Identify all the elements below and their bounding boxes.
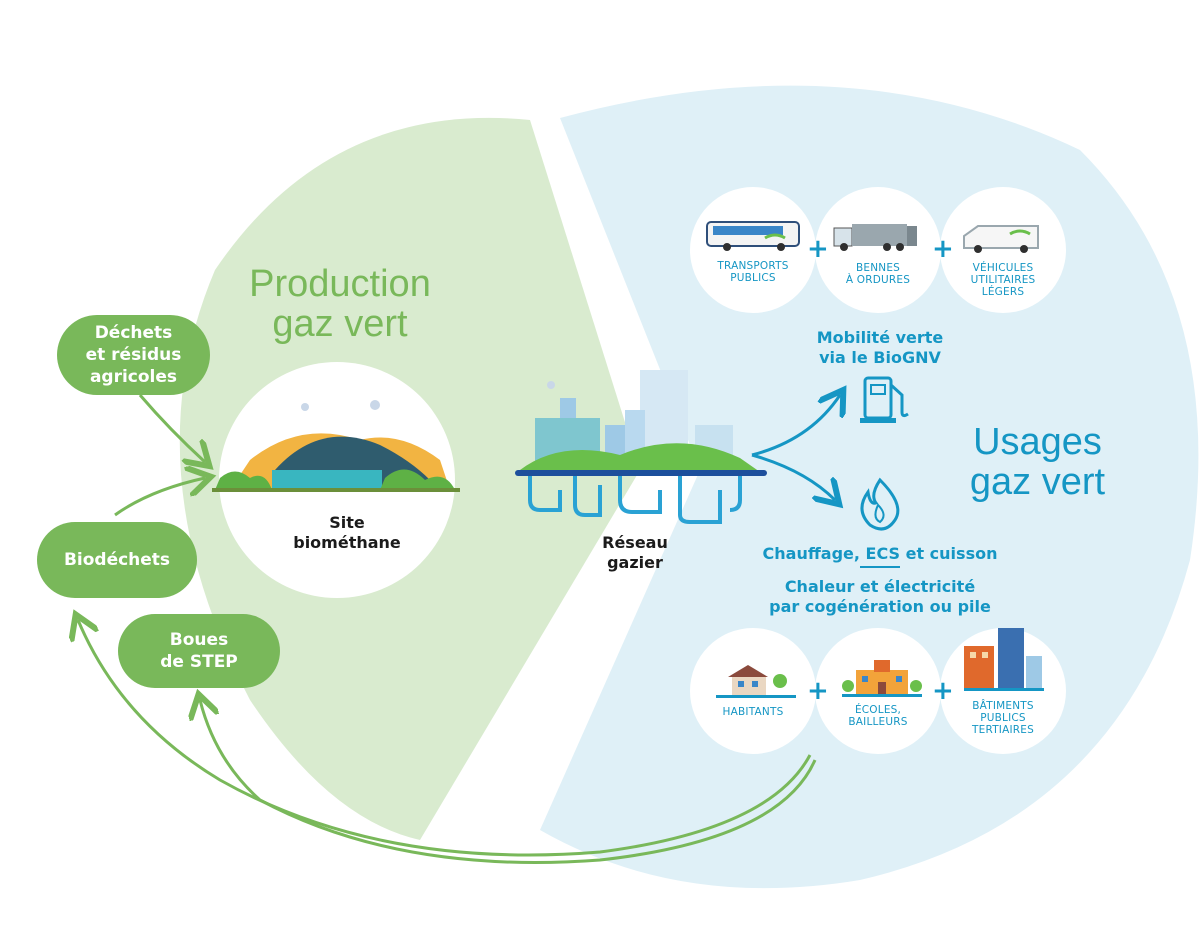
use-label-bennes: BENNES À ORDURES <box>845 262 911 286</box>
school-icon <box>842 660 922 697</box>
use-circle-bennes <box>815 187 941 313</box>
source-biodechets: Biodéchets <box>37 522 197 598</box>
plus-icon: + <box>807 676 829 706</box>
bus-icon <box>706 221 800 251</box>
source-dechets-agricoles: Déchets et résidus agricoles <box>57 315 210 395</box>
production-title: Production gaz vert <box>249 263 431 345</box>
source-boues-step: Boues de STEP <box>118 614 280 688</box>
use-label-batiments: BÂTIMENTS PUBLICS TERTIAIRES <box>972 700 1034 736</box>
plus-icon: + <box>932 234 954 264</box>
arrow-biodechets <box>114 478 205 517</box>
plus-icon: + <box>807 234 829 264</box>
use-label-ecoles: ÉCOLES, BAILLEURS <box>848 704 908 728</box>
use-circle-transports <box>690 187 816 313</box>
usages-title: Usages gaz vert <box>969 421 1106 503</box>
source-label: Boues de STEP <box>160 630 238 672</box>
arrow-return-1 <box>78 620 812 857</box>
plus-icon: + <box>932 676 954 706</box>
arrow-to-heating <box>751 453 835 500</box>
source-label: Biodéchets <box>63 550 171 570</box>
office-building-icon <box>964 628 1044 691</box>
arrow-return-2 <box>200 700 817 864</box>
network-label: Réseau gazier <box>602 533 668 572</box>
arrow-to-mobility <box>751 395 840 457</box>
use-circle-vehicules <box>940 187 1066 313</box>
flame-shape <box>860 477 900 531</box>
site-illustration <box>212 400 460 492</box>
use-label-vehicules: VÉHICULES UTILITAIRES LÉGERS <box>970 262 1036 298</box>
mobility-heading: Mobilité verte via le BioGNV <box>816 328 944 367</box>
use-label-habitants: HABITANTS <box>722 706 784 718</box>
fuel-pump-shape <box>860 376 909 423</box>
site-label: Site biométhane <box>293 513 401 552</box>
garbage-truck-icon <box>833 224 917 251</box>
network-illustration <box>515 370 767 524</box>
van-icon <box>963 225 1039 253</box>
arrow-agricole <box>138 394 205 462</box>
heating-heading-2: Chaleur et électricité par cogénération … <box>769 577 991 616</box>
source-label: Déchets et résidus agricoles <box>85 323 182 387</box>
heating-heading-1: Chauffage, ECS et cuisson <box>762 544 998 563</box>
use-label-transports: TRANSPORTS PUBLICS <box>717 260 789 284</box>
house-icon <box>716 665 796 698</box>
